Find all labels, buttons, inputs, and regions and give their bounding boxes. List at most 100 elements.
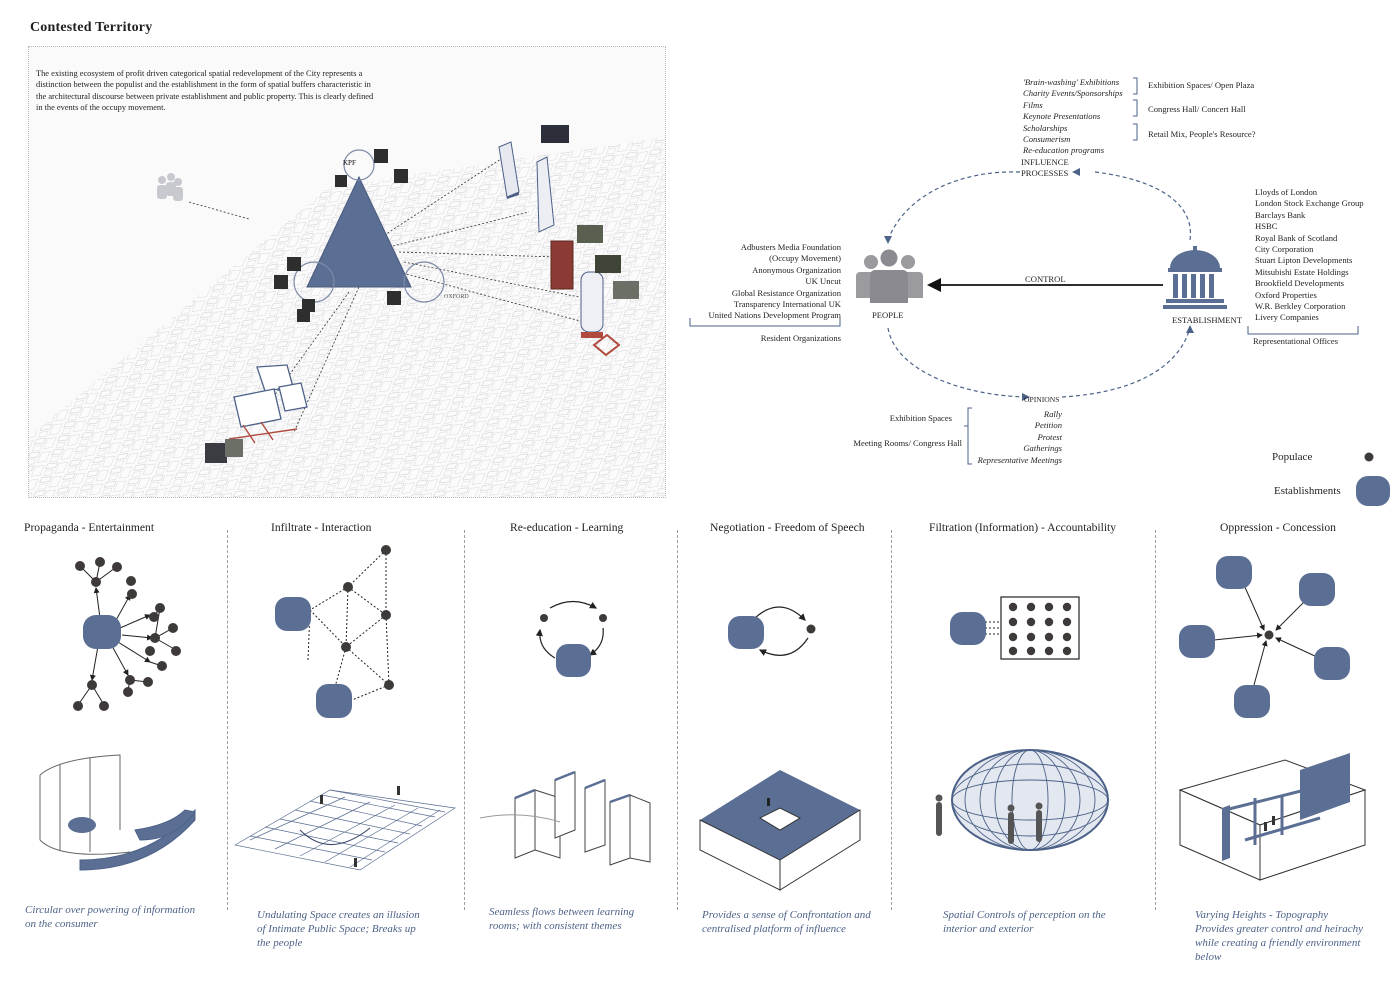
filtration-axonometric [935,749,1109,851]
influence-item: Keynote Presentations [1023,111,1101,122]
opinion-venue: Meeting Rooms/ Congress Hall [853,438,962,448]
opinion-item: Gatherings [1023,443,1062,454]
influence-venue: Retail Mix, People's Resource? [1148,129,1256,139]
opinions-list: Rally Petition Protest Gatherings Repres… [960,409,1062,466]
portrait-thumbnails [274,149,408,322]
propaganda-network-diagram [73,557,181,711]
panel-heading-oppression: Oppression - Concession [1220,521,1336,534]
establishment-org: City Corporation [1255,244,1314,255]
city-blocks [29,137,665,497]
legend-populace-dot [1364,452,1374,462]
populace-icon [157,173,183,201]
kpf-triangle: KPF OXFORD [274,149,469,322]
opinion-venue: Exhibition Spaces [889,413,952,423]
influence-venue: Congress Hall/ Concert Hall [1148,104,1246,114]
influence-label: INFLUENCE [1021,157,1069,167]
opinion-item: Rally [1043,409,1062,419]
oppression-diagram [1179,556,1350,718]
caption-line: Circular over powering of information [25,904,196,916]
caption-line: rooms; with consistent themes [489,920,622,932]
legend-populace-label: Populace [1272,451,1313,463]
panel-divider [891,530,892,910]
map-label-oxford: OXFORD [444,294,469,300]
establishment-org: W.R. Berkley Corporation [1255,301,1346,312]
caption-line: Spatial Controls of perception on the [943,909,1106,921]
people-org: United Nations Development Program [708,310,841,321]
caption-line: centralised platform of influence [702,923,846,935]
panel-heading-filtration: Filtration (Information) - Accountabilit… [929,521,1117,534]
caption-line: Seamless flows between learning [489,906,635,918]
propaganda-axonometric [39,754,196,871]
intro-paragraph: The existing ecosystem of profit driven … [36,69,374,113]
brackets [689,77,1359,465]
caption-line: on the consumer [25,918,98,930]
establishment-org: Mitsubishi Estate Holdings [1255,266,1349,277]
map-label-kpf: KPF [343,159,356,167]
representational-offices-label: Representational Offices [1253,336,1339,346]
infiltrate-network-diagram [275,545,394,718]
caption-filtration: Spatial Controls of perception on the in… [943,908,1106,936]
influence-list: 'Brain-washing' Exhibitions Charity Even… [1023,77,1123,157]
filtration-diagram [950,596,1080,660]
panel-heading-negotiation: Negotiation - Freedom of Speech [710,521,865,534]
establishment-org: Barclays Bank [1255,209,1306,220]
influence-item: Re-education programs [1023,145,1105,156]
city-map-panel: KPF OXFORD [28,46,666,498]
establishment-org: HSBC [1255,221,1278,232]
people-org: (Occupy Movement) [769,253,841,264]
caption-line: Varying Heights - Topography [1195,909,1329,921]
establishment-org: Stuart Lipton Developments [1255,255,1353,266]
establishment-org: Livery Companies [1255,312,1319,323]
negotiation-diagram [728,606,816,656]
influence-item: Films [1023,99,1043,110]
establishment-org: Brookfield Developments [1255,278,1345,289]
establishment-icon [1163,246,1227,309]
panel-divider [677,530,678,910]
legend-establishments-label: Establishments [1274,485,1341,497]
caption-line: Provides a sense of Confrontation and [702,909,871,921]
resident-organizations-label: Resident Organizations [760,333,841,343]
opinion-item: Protest [1037,431,1062,442]
control-arrowhead [927,278,941,292]
negotiation-axonometric [699,770,861,891]
people-org: Transparency International UK [733,299,841,310]
caption-negotiation: Provides a sense of Confrontation and ce… [702,908,871,936]
reeducation-axonometric [479,770,651,866]
establishment-org-list: Lloyds of London London Stock Exchange G… [1255,187,1364,324]
people-label: PEOPLE [872,310,904,320]
panel-heading-infiltrate: Infiltrate - Interaction [271,521,372,534]
people-org: Global Resistance Organization [731,287,841,298]
cycle-arrows [887,171,1192,398]
caption-line: interior and exterior [943,923,1034,935]
oppression-axonometric [1178,753,1367,881]
people-org: Anonymous Organization [752,264,841,275]
influence-venue: Exhibition Spaces/ Open Plaza [1148,80,1255,90]
caption-line: while creating a friendly environment [1195,937,1361,949]
people-org-list: Adbusters Media Foundation (Occupy Movem… [660,242,841,322]
panel-heading-propaganda: Propaganda - Entertainment [24,521,155,534]
influence-item: Consumerism [1023,134,1071,145]
caption-propaganda: Circular over powering of information on… [25,903,195,931]
control-label: CONTROL [1025,274,1066,284]
influence-item: Charity Events/Sponsorships [1023,88,1123,99]
panel-diagrams [39,545,1367,891]
legend-establishment-shape [1356,476,1390,506]
establishment-org: London Stock Exchange Group [1255,198,1364,209]
people-icon [856,249,923,303]
infiltrate-axonometric [234,786,456,871]
caption-oppression: Varying Heights - Topography Provides gr… [1195,908,1363,964]
establishment-org: Oxford Properties [1255,289,1317,300]
panel-divider [1155,530,1156,910]
page-title: Contested Territory [30,20,153,35]
processes-label: PROCESSES [1021,168,1069,178]
caption-infiltrate: Undulating Space creates an illusion of … [257,908,420,950]
establishment-label: ESTABLISHMENT [1172,315,1242,325]
low-rise-buildings [205,364,308,463]
people-org: UK Uncut [805,276,841,287]
opinions-label: OPINIONS [1024,395,1060,404]
opinion-item: Representative Meetings [977,454,1062,465]
establishment-org: Royal Bank of Scotland [1255,232,1338,243]
caption-line: the people [257,937,303,949]
panel-divider [464,530,465,910]
people-org: Adbusters Media Foundation [740,242,841,252]
